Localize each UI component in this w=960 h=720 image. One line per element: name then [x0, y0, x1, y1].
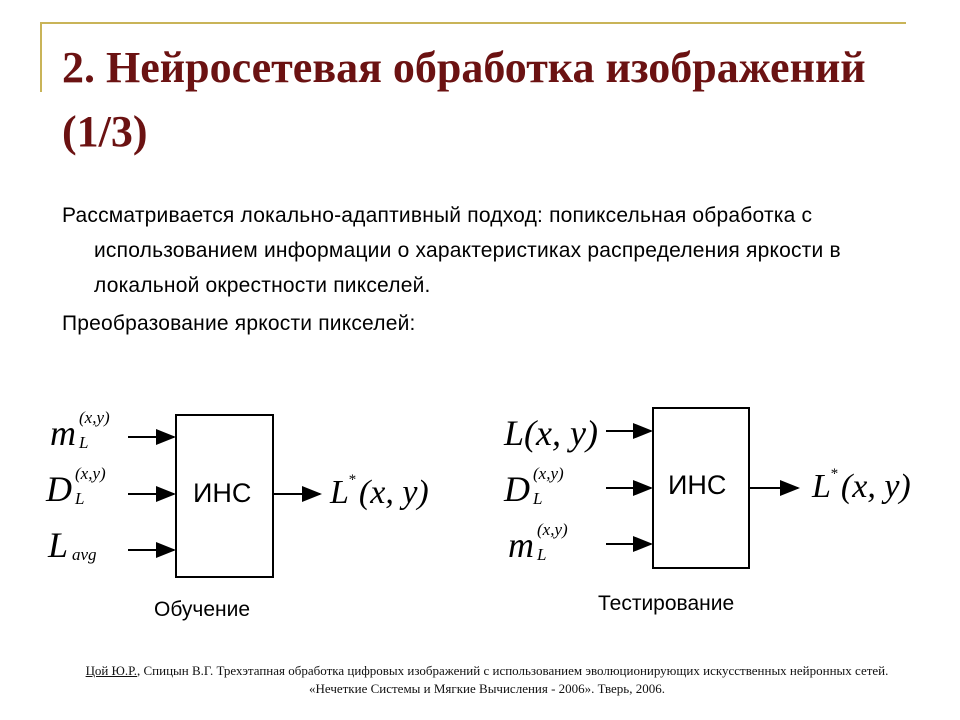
- training-ann-label: ИНС: [193, 478, 252, 508]
- testing-output: L*(x, y): [812, 466, 911, 505]
- slide-title: 2. Нейросетевая обработка изображений (1…: [62, 43, 866, 156]
- training-input-lavg: L avg: [48, 525, 97, 565]
- testing-caption: Тестирование: [598, 592, 735, 615]
- training-input-d: D (x,y) L: [46, 464, 106, 509]
- training-input-m: m (x,y) L: [50, 408, 110, 453]
- title-accent-line-horizontal: [40, 22, 906, 24]
- testing-input-m: m (x,y) L: [508, 520, 568, 565]
- paragraph-transform: Преобразование яркости пикселей:: [62, 312, 416, 335]
- training-caption: Обучение: [154, 598, 251, 621]
- training-output: L*(x, y): [330, 472, 429, 511]
- title-accent-line-vertical: [40, 22, 42, 92]
- reference-author-link[interactable]: Цой Ю.Р.: [85, 663, 137, 678]
- reference-footnote: Цой Ю.Р., Спицын В.Г. Трехэтапная обрабо…: [56, 662, 918, 698]
- slide-body: Рассматривается локально-адаптивный подх…: [62, 198, 912, 341]
- testing-input-d: D (x,y) L: [504, 464, 564, 509]
- reference-text: , Спицын В.Г. Трехэтапная обработка цифр…: [137, 663, 889, 696]
- testing-input-l: L(x, y): [504, 413, 598, 453]
- testing-ann-label: ИНС: [668, 470, 727, 500]
- paragraph-approach: Рассматривается локально-адаптивный подх…: [62, 204, 841, 297]
